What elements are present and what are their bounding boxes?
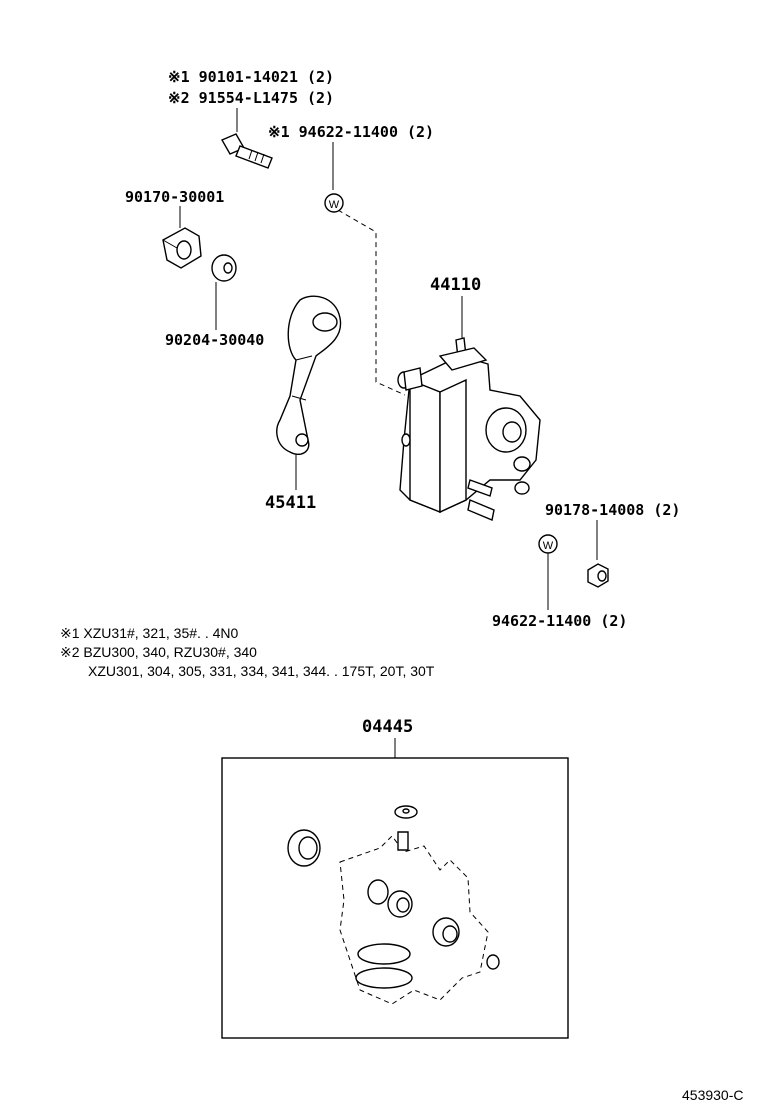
figure-number: 453930-C — [682, 1087, 744, 1103]
small-washer-icon — [211, 254, 237, 282]
large-nut-part-number: 90170-30001 — [125, 188, 224, 206]
gasket-kit-contents-icon — [287, 805, 500, 1005]
washer-symbol-label: W — [329, 199, 340, 211]
leader-lines — [179, 108, 598, 758]
gear-housing-part-number: 44110 — [430, 275, 481, 295]
small-nut-icon — [587, 563, 609, 588]
washer-symbol-upper-icon: W — [324, 193, 344, 213]
large-nut-icon — [162, 227, 202, 269]
note-line-3: XZU301, 304, 305, 331, 334, 341, 344. . … — [88, 663, 435, 679]
small-washer-part-number: 90204-30040 — [165, 331, 264, 349]
lower-washer-part-number: 94622-11400 (2) — [492, 612, 627, 630]
washer-symbol-label: W — [543, 540, 554, 552]
small-nut-part-number: 90178-14008 (2) — [545, 501, 680, 519]
pitman-arm-part-number: 45411 — [265, 493, 316, 513]
washer-symbol-lower-icon: W — [538, 534, 558, 554]
pitman-arm-icon — [276, 295, 342, 456]
steering-gear-housing-icon — [397, 337, 541, 521]
gasket-kit-part-number: 04445 — [362, 717, 413, 737]
bolt-icon — [221, 133, 273, 169]
note-line-2: ※2 BZU300, 340, RZU30#, 340 — [60, 644, 257, 660]
bolt-part-number-1: ※1 90101-14021 (2) — [168, 68, 334, 86]
bolt-part-number-2: ※2 91554-L1475 (2) — [168, 89, 334, 107]
washer-part-number-upper: ※1 94622-11400 (2) — [268, 123, 434, 141]
note-line-1: ※1 XZU31#, 321, 35#. . 4N0 — [60, 625, 238, 641]
